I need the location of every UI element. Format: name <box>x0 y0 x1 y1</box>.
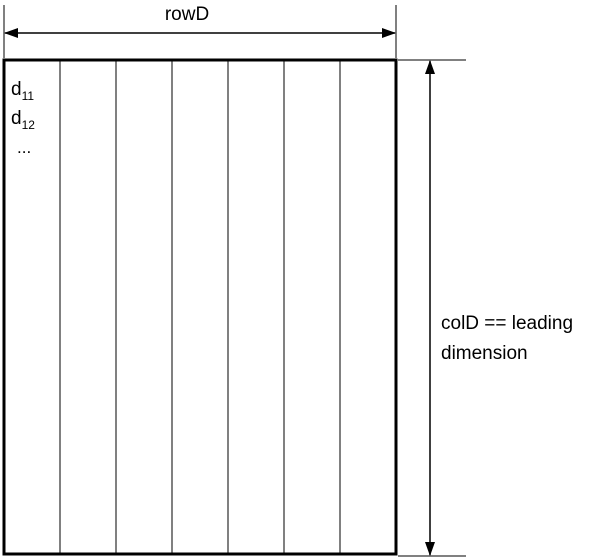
matrix-outline <box>2 58 398 556</box>
entry-base: d <box>11 108 22 129</box>
matrix-entry-ellipsis: ... <box>17 138 31 157</box>
width-label: rowD <box>165 4 209 25</box>
matrix-entry-d11: d11 <box>11 79 34 103</box>
column-dividers <box>59 60 341 554</box>
entry-base: d <box>11 79 22 100</box>
height-label-line2: dimension <box>441 343 528 364</box>
matrix-entry-d12: d12 <box>11 108 35 132</box>
entry-subscript: 12 <box>22 118 36 132</box>
entry-subscript: 11 <box>22 89 35 103</box>
height-label-line1: colD == leading <box>441 313 573 334</box>
